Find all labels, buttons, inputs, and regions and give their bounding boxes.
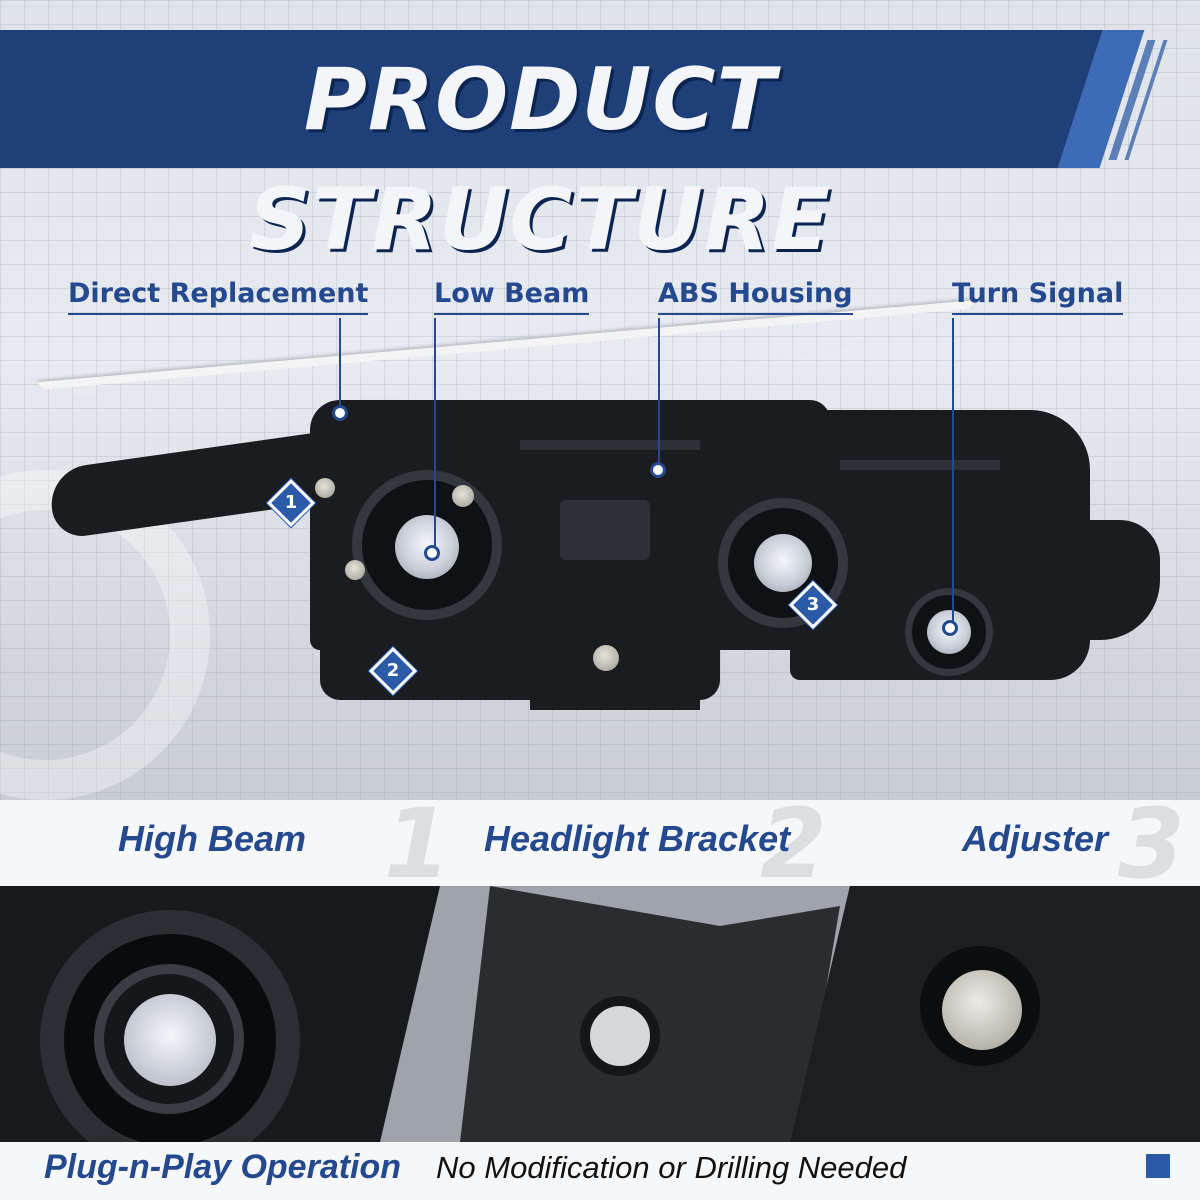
feature-strip (0, 800, 1200, 886)
housing-rib (840, 460, 1000, 470)
housing-rib (560, 500, 650, 560)
callout-dot (650, 462, 666, 478)
callout-dot (424, 545, 440, 561)
leader-line (339, 318, 341, 408)
badge-number: 3 (806, 594, 820, 615)
leader-line (434, 318, 436, 546)
callout-abs-housing: ABS Housing (658, 278, 853, 315)
leader-line (952, 318, 954, 624)
photo-headlight-bracket (380, 886, 850, 1142)
feature-number: 3 (1118, 788, 1185, 900)
housing-rib (520, 440, 700, 450)
bulb-lens (124, 994, 216, 1086)
feature-number: 2 (760, 788, 827, 900)
callout-dot (332, 405, 348, 421)
feature-adjuster: Adjuster (962, 818, 1109, 859)
footer-text: No Modification or Drilling Needed (436, 1150, 907, 1185)
leader-line (658, 318, 660, 468)
square-icon (1146, 1154, 1170, 1178)
callout-turn-signal: Turn Signal (952, 278, 1124, 315)
adjuster-screw (593, 645, 619, 671)
photo-adjuster (790, 886, 1200, 1142)
housing-tip (1040, 520, 1160, 640)
feature-high-beam: High Beam (118, 818, 307, 859)
high-beam-lens (754, 534, 812, 592)
footer-emphasis: Plug-n-Play Operation (44, 1148, 402, 1186)
mount-screw (452, 485, 474, 507)
callout-low-beam: Low Beam (434, 278, 590, 315)
photo-high-beam (0, 886, 440, 1142)
callout-direct-replacement: Direct Replacement (68, 278, 369, 315)
badge-number: 2 (386, 660, 400, 681)
feature-number: 1 (384, 788, 451, 900)
adjuster-bolt (942, 970, 1022, 1050)
badge-number: 1 (284, 492, 298, 513)
bracket-hole (580, 996, 660, 1076)
page-title: PRODUCT STRUCTURE (248, 50, 832, 270)
footer-bar (0, 1142, 1200, 1200)
feature-headlight-bracket: Headlight Bracket (484, 818, 791, 859)
callout-dot (942, 620, 958, 636)
mount-screw (345, 560, 365, 580)
mount-screw (315, 478, 335, 498)
